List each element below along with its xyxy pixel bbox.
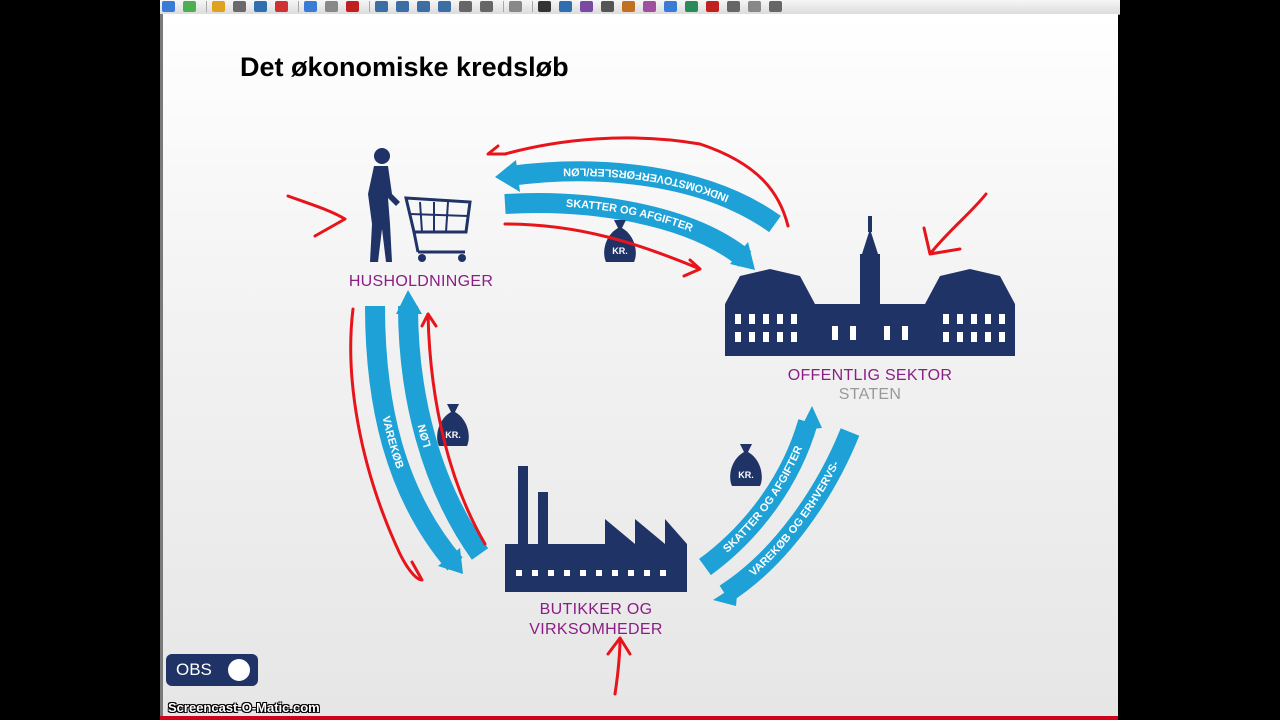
money-bag-wages-icon: KR. — [437, 404, 469, 446]
undo-icon[interactable] — [304, 1, 317, 12]
arrowhead-business-purchases — [713, 584, 738, 606]
annotation-flow-wages — [420, 312, 487, 546]
line-icon[interactable] — [601, 1, 614, 12]
monitor-icon[interactable] — [396, 1, 409, 12]
lines-icon[interactable] — [727, 1, 740, 12]
monitor-icon[interactable] — [438, 1, 451, 12]
arrowhead-wages — [396, 290, 422, 314]
flow-band-wages — [398, 305, 489, 560]
brush-icon[interactable] — [643, 1, 656, 12]
money-bag-label: KR. — [738, 470, 754, 480]
monitor-icon[interactable] — [417, 1, 430, 12]
table-icon[interactable] — [509, 1, 522, 12]
annotation-flow-taxes — [503, 222, 702, 278]
toolbar-separator — [298, 1, 299, 12]
flow-band-taxes-households — [504, 193, 752, 267]
arrowhead-taxes-households — [730, 242, 755, 270]
save-icon[interactable] — [233, 1, 246, 12]
arrowhead-taxes-business — [800, 406, 822, 430]
pen-icon[interactable] — [559, 1, 572, 12]
node-sublabel-state: STATEN — [838, 386, 902, 403]
node-label-households: HUSHOLDNINGER — [348, 273, 494, 290]
delete-icon[interactable] — [275, 1, 288, 12]
flow-band-purchases — [365, 305, 463, 571]
government-building-icon — [725, 216, 1015, 356]
money-bag-label: KR. — [612, 246, 628, 256]
slide-left-edge — [160, 14, 163, 720]
shopper-cart-icon — [368, 148, 472, 262]
node-label-business-line2: VIRKSOMHEDER — [529, 621, 663, 638]
annotation-flow-purchases — [349, 307, 424, 582]
factory-icon — [505, 466, 687, 592]
redo-icon[interactable] — [325, 1, 338, 12]
open-folder-icon[interactable] — [212, 1, 225, 12]
copy-icon[interactable] — [254, 1, 267, 12]
flow-band-business-purchases — [719, 428, 860, 603]
eraser-icon[interactable] — [622, 1, 635, 12]
text-icon[interactable] — [706, 1, 719, 12]
annotation-flow-transfers — [486, 136, 790, 228]
toolbar-separator — [206, 1, 207, 12]
node-label-business-line1: BUTIKKER OG — [539, 601, 653, 618]
flow-band-taxes-business — [699, 419, 818, 576]
presenter-icon[interactable] — [480, 1, 493, 12]
toolbar-separator — [369, 1, 370, 12]
flow-band-transfers — [508, 161, 781, 233]
annotation-toolbar — [160, 0, 1120, 15]
toolbar-separator — [532, 1, 533, 12]
obs-toggle-button[interactable]: OBS — [166, 654, 258, 686]
globe-icon[interactable] — [685, 1, 698, 12]
magic-icon[interactable] — [664, 1, 677, 12]
slide-canvas: INDKOMSTOVERFØRSLER/LØN SKATTER OG AFGIF… — [160, 14, 1118, 720]
arrowhead-purchases — [438, 548, 463, 574]
annotation-arrow-business — [606, 636, 632, 696]
camera-icon[interactable] — [459, 1, 472, 12]
recorder-watermark: Screencast-O-Matic.com — [168, 700, 320, 715]
new-icon[interactable] — [162, 1, 175, 12]
annotation-arrow-state — [922, 192, 988, 256]
toolbar-separator — [503, 1, 504, 12]
screen-icon[interactable] — [375, 1, 388, 12]
compass-icon[interactable] — [748, 1, 761, 12]
arrow-icon[interactable] — [769, 1, 782, 12]
node-label-public-sector: OFFENTLIG SEKTOR — [787, 367, 953, 384]
annotation-arrow-households — [286, 194, 347, 238]
obs-label: OBS — [176, 660, 212, 679]
toggle-knob-icon — [228, 659, 250, 681]
arrowhead-transfers — [495, 160, 520, 192]
slide-title: Det økonomiske kredsløb — [240, 52, 569, 82]
add-icon[interactable] — [183, 1, 196, 12]
money-bag-label: KR. — [445, 430, 461, 440]
flow-arrows — [365, 160, 860, 606]
money-bag-business-icon: KR. — [730, 444, 762, 486]
highlighter-icon[interactable] — [580, 1, 593, 12]
pointer-icon[interactable] — [538, 1, 551, 12]
slide-bottom-bar — [160, 716, 1118, 720]
red-annotation-strokes — [286, 136, 988, 696]
economic-circuit-diagram: INDKOMSTOVERFØRSLER/LØN SKATTER OG AFGIF… — [286, 136, 1015, 696]
close-icon[interactable] — [346, 1, 359, 12]
